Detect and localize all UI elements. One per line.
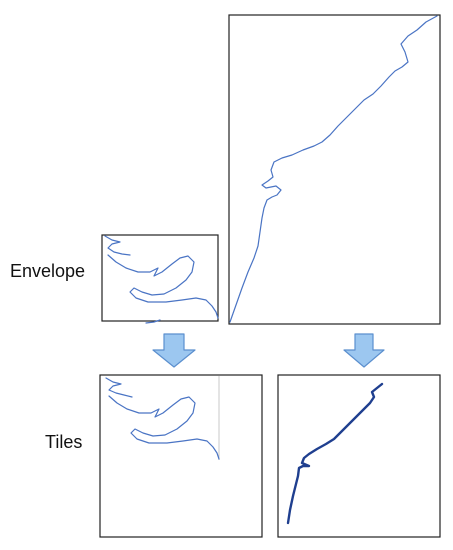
- right-tile-panel: [277, 374, 441, 538]
- envelope-river-lines: [104, 235, 219, 324]
- tiles-label: Tiles: [45, 432, 83, 452]
- left-tile-frame: [99, 374, 263, 538]
- right-tile-river-line: [286, 382, 384, 525]
- envelope-panel: [101, 234, 219, 324]
- large-river-line: [229, 15, 438, 323]
- down-arrow-icon: [152, 333, 196, 368]
- large-map-frame: [228, 14, 441, 325]
- envelope-label: Envelope: [10, 261, 86, 281]
- envelope-frame: [101, 234, 219, 322]
- down-arrow-icon: [343, 333, 385, 368]
- large-map-panel: [228, 14, 441, 325]
- left-tile-river-lines: [105, 377, 220, 460]
- left-tile-panel: [99, 374, 263, 538]
- right-tile-frame: [277, 374, 441, 538]
